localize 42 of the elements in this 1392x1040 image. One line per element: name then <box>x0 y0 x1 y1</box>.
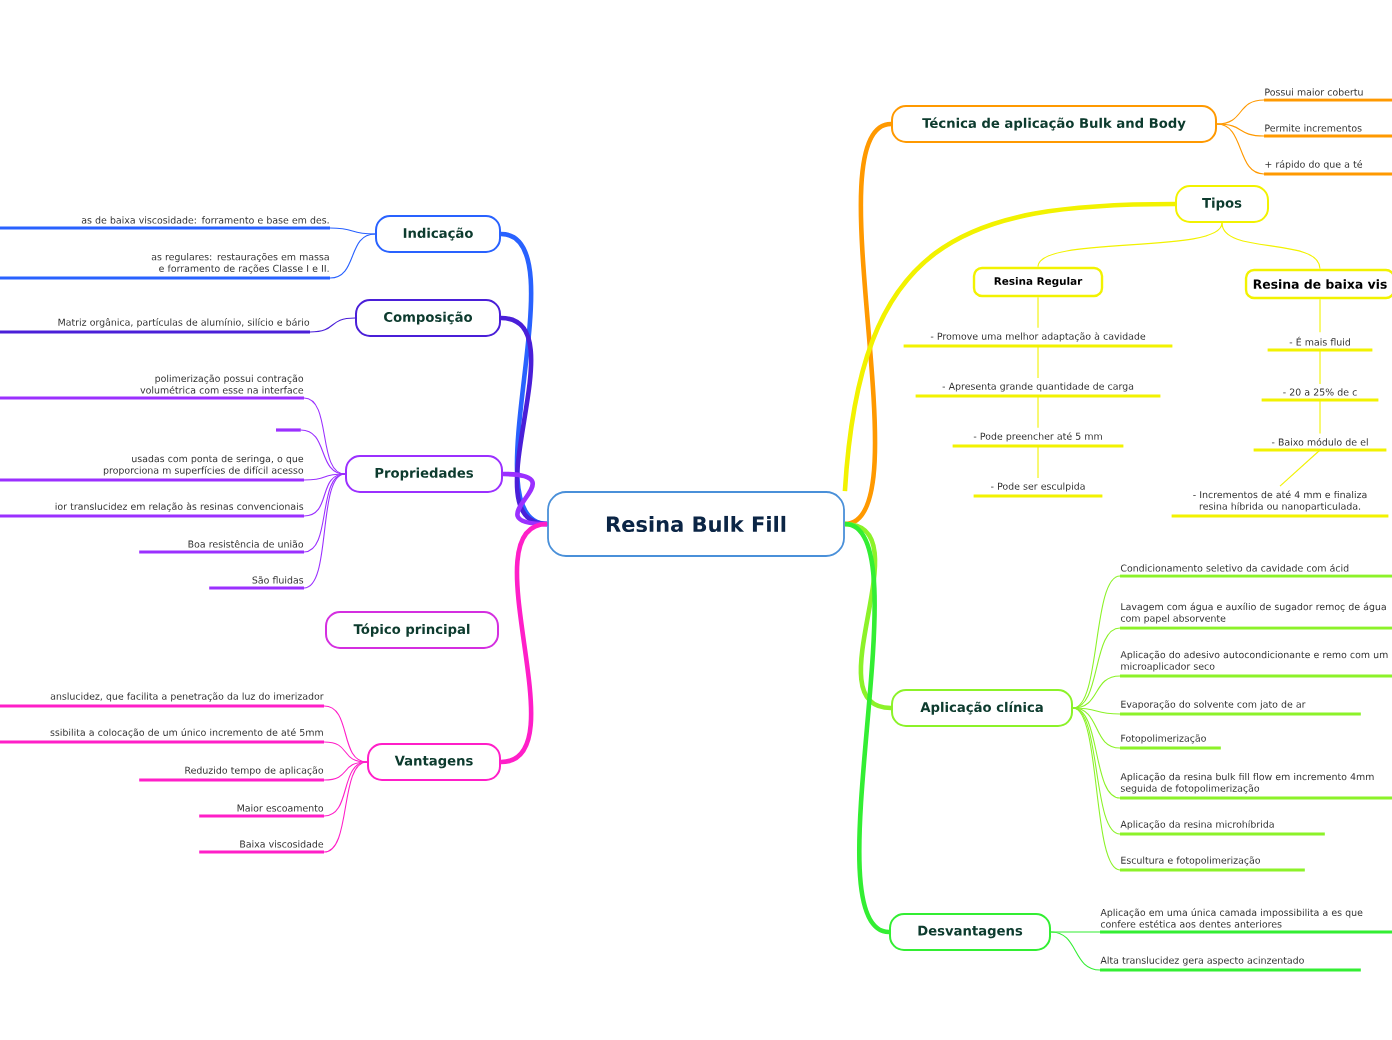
branch-line <box>1319 298 1321 333</box>
branch-line <box>329 227 376 235</box>
branch-line <box>1221 222 1321 270</box>
branch-line <box>1072 627 1121 709</box>
branch-line <box>1072 707 1121 835</box>
branch-line <box>1216 99 1265 125</box>
branch-line <box>303 473 346 517</box>
branch-line <box>1037 222 1223 268</box>
branch-line <box>309 317 356 333</box>
branch-line <box>1072 707 1121 871</box>
branch-line <box>303 397 346 475</box>
branch-line <box>1037 345 1039 379</box>
branch-line <box>500 521 548 765</box>
branch-line <box>303 473 346 589</box>
branch-line <box>843 121 892 527</box>
branch-line <box>1072 707 1121 799</box>
branch-line <box>329 233 376 279</box>
branch-line <box>1072 707 1121 715</box>
branch-line <box>1216 123 1265 175</box>
branch-line <box>1037 296 1039 329</box>
branch-line <box>323 761 368 853</box>
branch-line <box>1037 395 1039 429</box>
branch-line <box>323 741 368 763</box>
branch-line <box>1072 575 1121 709</box>
branch-line <box>1319 349 1321 385</box>
branch-line <box>303 473 346 481</box>
branch-line <box>323 761 368 817</box>
central-topic-box: Resina Bulk Fill <box>547 491 845 557</box>
branch-line <box>842 201 1176 492</box>
branch-line <box>843 521 891 935</box>
branch-line <box>1072 707 1121 749</box>
branch-line <box>1037 445 1039 479</box>
empty-branch-line <box>276 428 301 432</box>
branch-line <box>500 315 548 527</box>
branch-line <box>323 761 368 781</box>
branch-line <box>1279 449 1321 487</box>
branch-line <box>323 705 368 763</box>
branch-line <box>1216 123 1265 137</box>
branch-line <box>1050 931 1101 933</box>
branch-line <box>1050 931 1101 971</box>
branch-line <box>300 429 346 475</box>
branch-line <box>1319 399 1321 435</box>
